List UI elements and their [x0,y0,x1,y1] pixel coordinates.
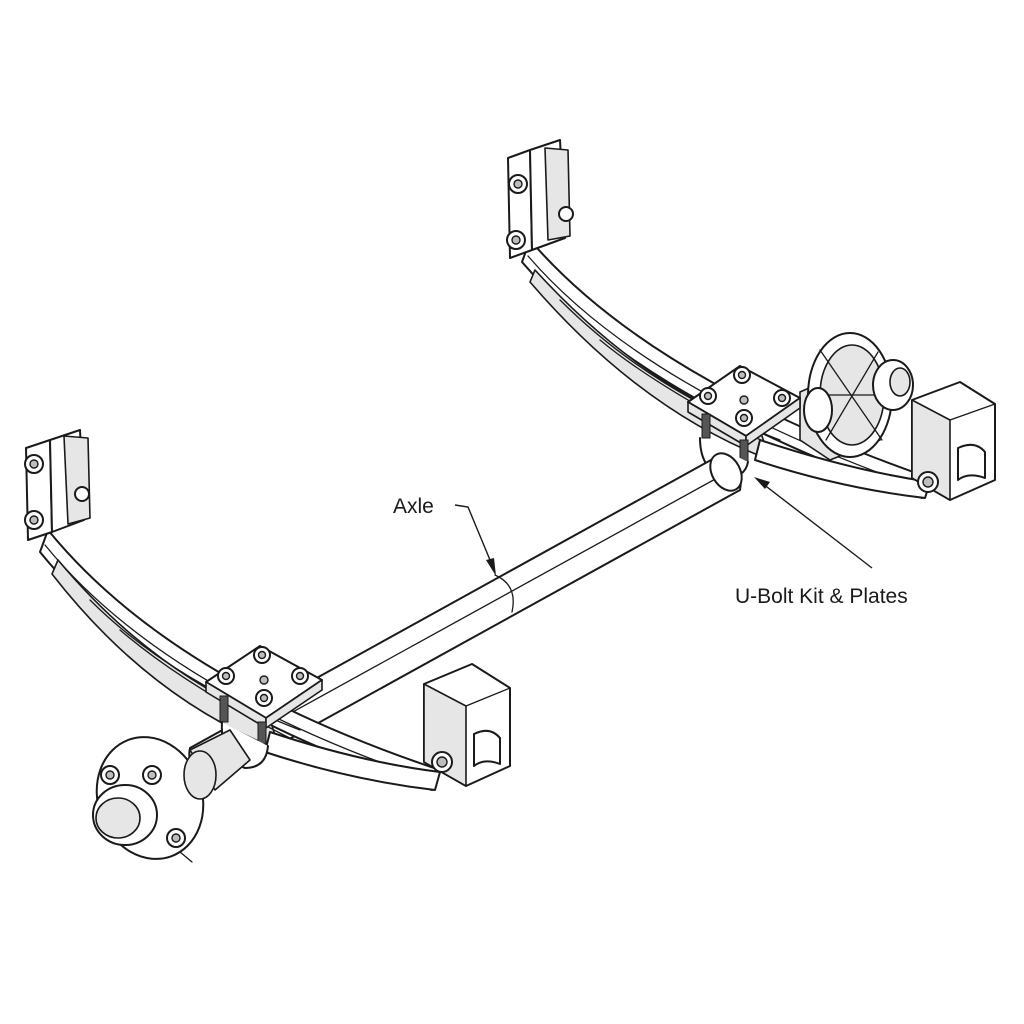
front-left-hanger [24,429,91,541]
ubolt-leader-arrow [754,477,770,489]
front-front-hanger [423,663,511,787]
front-spring-plate [205,645,323,769]
rear-right-hanger [506,139,574,259]
rear-front-hanger [911,381,996,501]
axle-leader-arrow [486,558,496,576]
ubolt-leader-line [757,479,873,569]
axle-label: Axle [393,495,434,518]
axle-leader-line [454,504,496,573]
front-hub-assembly [92,729,251,863]
rear-hub-assembly [799,332,914,461]
ubolt-kit-label: U-Bolt Kit & Plates [735,585,908,608]
